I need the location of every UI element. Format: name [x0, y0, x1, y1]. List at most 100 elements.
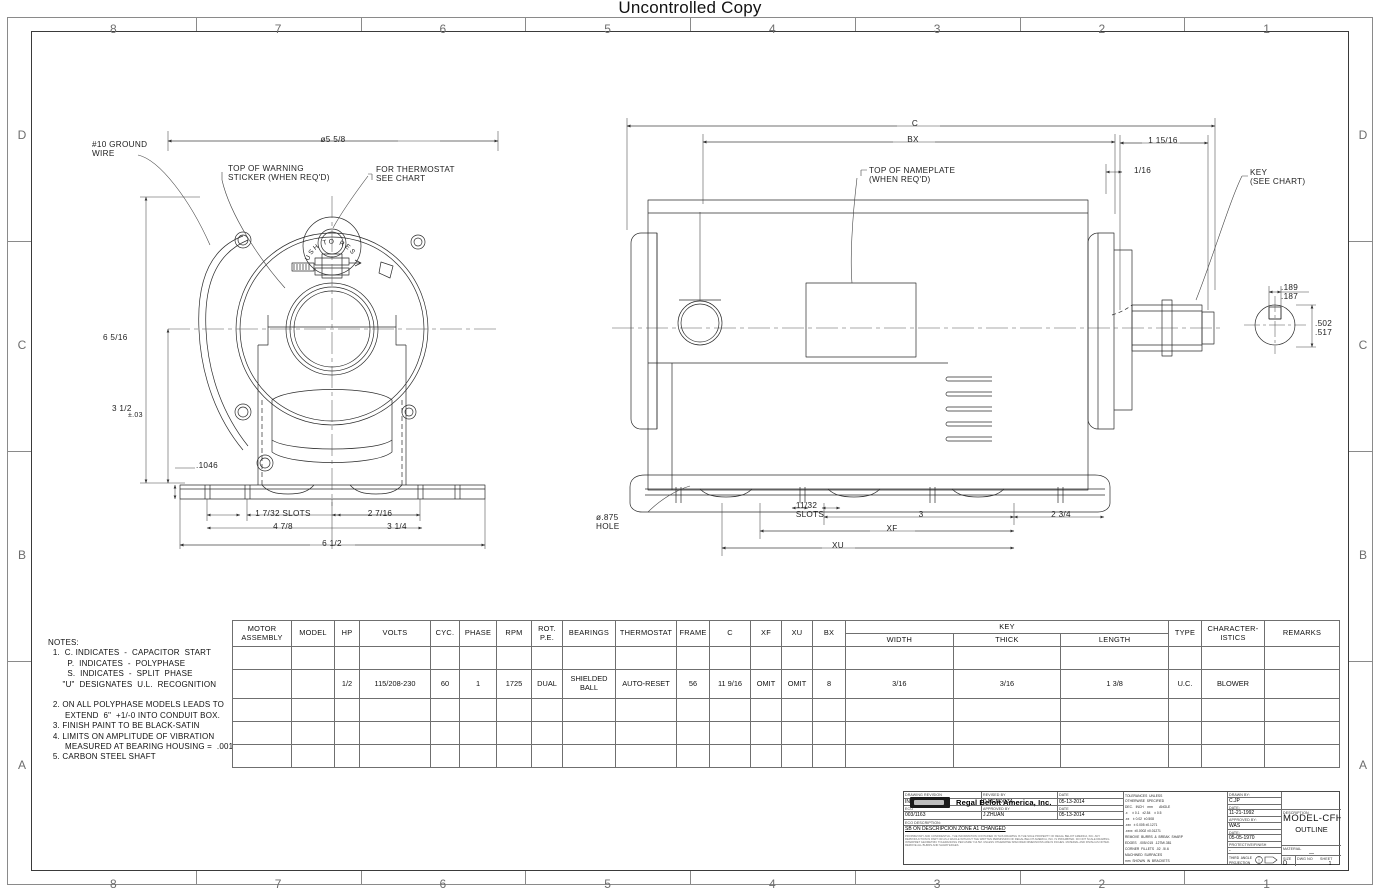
- zone-column-6: 6: [439, 22, 447, 36]
- chart-cell-length: 1 3/8: [1060, 669, 1169, 699]
- rev-row1-date: 05-13-2014: [1058, 799, 1124, 806]
- chart-cell-width: [845, 743, 954, 769]
- chart-cell-width: [845, 697, 954, 722]
- chart-cell-phase: [459, 720, 497, 745]
- bracket-note: mm SHOWN IN BRACKETS: [1125, 859, 1170, 864]
- zone-row-B: B: [17, 548, 26, 562]
- chart-cell-rot-p-e: [531, 720, 563, 745]
- chart-cell-length: [1060, 645, 1169, 671]
- notes-heading: NOTES:: [48, 638, 79, 647]
- zone-column-5: 5: [604, 877, 611, 891]
- chart-cell-hp: [334, 720, 360, 745]
- dim-front-foot-thickness: .1046: [196, 461, 218, 470]
- chart-cell-character-istics: [1201, 743, 1265, 769]
- chart-cell-type: [1168, 720, 1202, 745]
- zone-tick: [195, 17, 197, 31]
- chart-cell-character-istics: BLOWER: [1201, 669, 1265, 699]
- dim-front-mount-width: 4 7/8: [273, 522, 293, 531]
- chart-cell-thick: [952, 743, 1062, 769]
- chart-cell-bearings: [562, 697, 616, 722]
- zone-column-7: 7: [274, 877, 282, 891]
- chart-cell-rot-p-e: [531, 697, 563, 722]
- zone-tick: [360, 17, 362, 31]
- rev-row2-no: ECO: [904, 806, 982, 812]
- dim-front-outer-diameter: ø5 5/8: [320, 135, 346, 144]
- chart-cell-bx: 8: [812, 669, 846, 699]
- chart-cell-thermostat: [615, 697, 677, 722]
- chart-col-bx: BX: [812, 620, 846, 647]
- dim-side-foot-end: 2 3/4: [1051, 510, 1071, 519]
- chart-cell-frame: [676, 697, 710, 722]
- zone-column-8: 8: [110, 877, 117, 891]
- chart-cell-c: [709, 697, 751, 722]
- chart-cell-length: [1060, 720, 1169, 745]
- chart-cell-thick: 3/16: [952, 669, 1062, 699]
- approved-date-label: DATE:: [1228, 830, 1282, 835]
- rev-row2-by: APPROVED BY: [982, 806, 1058, 812]
- dim-side-xf: XF: [886, 524, 898, 533]
- chart-cell-hp: [334, 697, 360, 722]
- zone-column-4: 4: [769, 877, 776, 891]
- chart-row: [232, 743, 1340, 769]
- rev-hdr-date: DATE: [1058, 792, 1124, 799]
- chart-cell-frame: 56: [676, 669, 710, 699]
- chart-cell-type: [1168, 743, 1202, 769]
- rev-row2-date: DATE: [1058, 806, 1124, 812]
- chart-cell-character-istics: [1201, 697, 1265, 722]
- chart-col-key-thick: THICK: [952, 633, 1062, 647]
- chart-cell-xu: [781, 697, 813, 722]
- dim-side-bx: BX: [907, 135, 919, 144]
- chart-col-key-width: WIDTH: [845, 633, 954, 647]
- dim-front-mount-half: 3 1/4: [387, 522, 407, 531]
- tolerance-block: TOLERANCES UNLESS OTHERWISE SPECIFIED DE…: [1124, 792, 1228, 864]
- legal-disclaimer: PROPRIETARY AND CONFIDENTIAL. THE INFORM…: [904, 834, 1124, 864]
- eco-desc-text: SB ON DESCRIPCION ZONE A1 CHANGED: [904, 826, 1124, 834]
- chart-col-model: MODEL: [291, 620, 335, 647]
- chart-cell-thick: [952, 697, 1062, 722]
- chart-cell-rot-p-e: [531, 645, 563, 671]
- drawn-by-value: C.JP: [1228, 798, 1282, 805]
- chart-cell-model: [291, 645, 335, 671]
- chart-cell-hp: [334, 645, 360, 671]
- zone-row-B: B: [1358, 548, 1367, 562]
- chart-cell-remarks: [1264, 697, 1340, 722]
- zone-row-D: D: [17, 128, 27, 142]
- rev-row1-by: D.MENDOZA: [982, 799, 1058, 806]
- chart-cell-model: [291, 669, 335, 699]
- chart-cell-frame: [676, 645, 710, 671]
- chart-cell-cyc: [430, 743, 460, 769]
- chart-col-rpm: RPM: [496, 620, 532, 647]
- zone-column-8: 8: [110, 22, 117, 36]
- chart-cell-type: [1168, 645, 1202, 671]
- chart-col-thermostat: THERMOSTAT: [615, 620, 677, 647]
- zone-tick: [1349, 451, 1373, 452]
- callout-key: KEY(SEE CHART): [1250, 168, 1306, 186]
- material-field: MATERIAL —: [1282, 846, 1341, 856]
- chart-col-type: TYPE: [1168, 620, 1202, 647]
- eco-desc-label: ECO DESCRIPTION:: [904, 820, 1124, 826]
- chart-cell-volts: [359, 697, 431, 722]
- zone-tick: [854, 17, 856, 31]
- approved-by-label: APPROVED BY:: [1228, 817, 1282, 823]
- chart-row: [232, 645, 1340, 671]
- zone-column-3: 3: [933, 877, 941, 891]
- title-block: DRAWING REVISION REVISED BY DATE IN D.ME…: [903, 791, 1341, 867]
- chart-col-xu: XU: [781, 620, 813, 647]
- rev-row3-no: 003/1163: [904, 812, 982, 820]
- chart-col-phase: PHASE: [459, 620, 497, 647]
- dim-front-overall-width: 6 1/2: [322, 539, 342, 548]
- chart-cell-phase: [459, 697, 497, 722]
- zone-tick: [7, 241, 31, 242]
- chart-cell-thick: [952, 720, 1062, 745]
- chart-cell-xf: OMIT: [750, 669, 782, 699]
- zone-tick: [854, 871, 856, 885]
- chart-cell-bx: [812, 743, 846, 769]
- chart-cell-thermostat: AUTO-RESET: [615, 669, 677, 699]
- drawn-by-label: DRAWN BY:: [1228, 792, 1282, 798]
- chart-cell-cyc: [430, 720, 460, 745]
- sheet-field: SHEET 1: [1320, 856, 1333, 867]
- model-name: MODEL-CFHP-48FR: [1283, 812, 1341, 824]
